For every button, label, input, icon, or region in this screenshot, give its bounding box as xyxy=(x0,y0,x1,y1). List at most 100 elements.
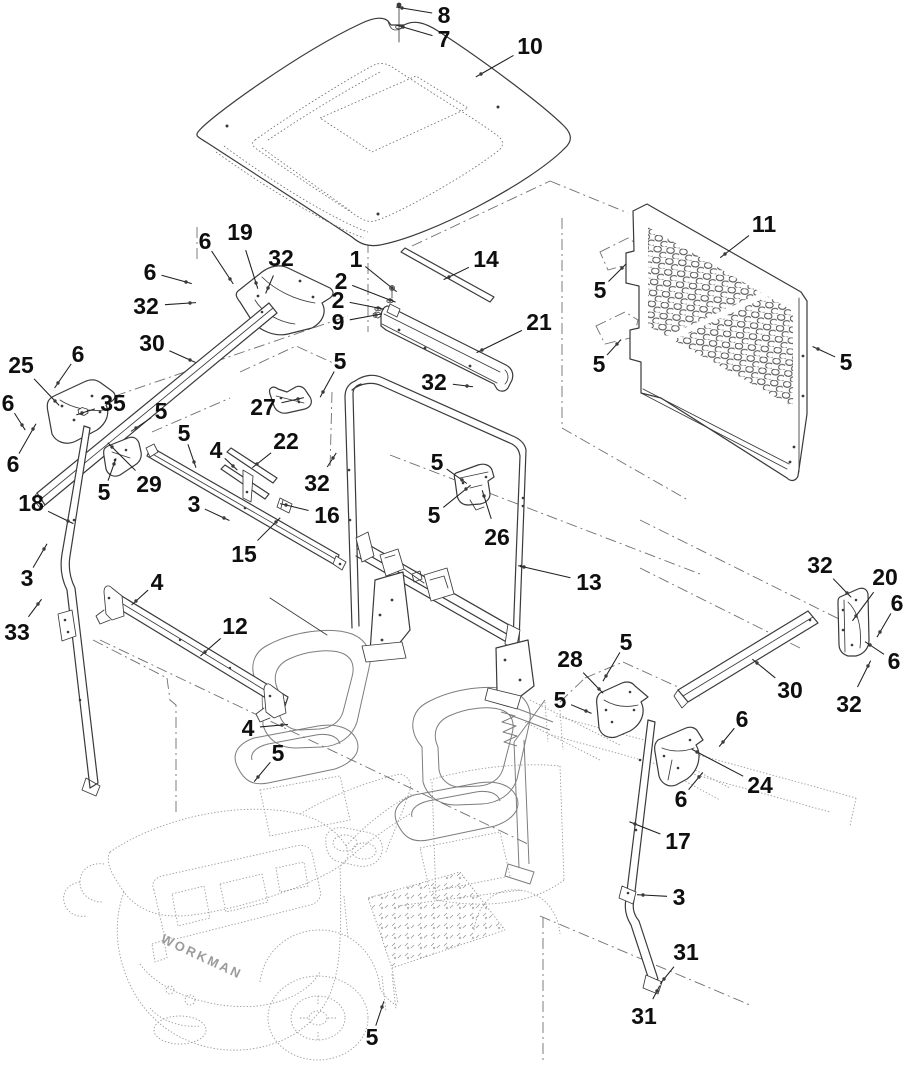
callout-label-27: 27 xyxy=(250,394,276,420)
leader-line xyxy=(135,589,149,602)
leader-line xyxy=(570,704,587,712)
leader-line xyxy=(446,468,463,481)
callout-label-15: 15 xyxy=(231,541,257,567)
leader-line xyxy=(401,7,433,14)
callout-label-5: 5 xyxy=(431,449,444,475)
leader-dot xyxy=(721,740,725,744)
leader-line xyxy=(57,363,72,384)
crossbar-30-right xyxy=(673,610,819,709)
leader-dot xyxy=(31,427,35,431)
leader-line xyxy=(257,521,277,541)
callout-label-5: 5 xyxy=(428,502,441,528)
leader-line xyxy=(724,235,750,255)
leader-dot xyxy=(110,445,114,449)
callout-label-18: 18 xyxy=(18,490,44,516)
crossbar-30-left xyxy=(32,302,278,510)
callout-label-25: 25 xyxy=(8,352,34,378)
crossbar-12 xyxy=(95,585,289,723)
leader-dot xyxy=(380,1005,384,1009)
leader-line xyxy=(161,274,187,283)
leader-line xyxy=(452,383,468,387)
leader-line xyxy=(483,495,492,520)
callout-label-30: 30 xyxy=(777,677,803,703)
vehicle-outline: WORKMAN xyxy=(63,629,857,1061)
callout-label-5: 5 xyxy=(334,348,347,374)
canopy-roof-10 xyxy=(196,17,571,247)
leader-dot xyxy=(376,306,380,310)
leader-dot xyxy=(641,893,645,897)
leader-dot xyxy=(695,750,699,754)
leader-line xyxy=(256,452,272,465)
callout-label-6: 6 xyxy=(7,451,20,477)
callout-label-4: 4 xyxy=(210,437,223,463)
leader-line xyxy=(756,662,776,679)
leader-line xyxy=(365,266,393,289)
leader-line xyxy=(722,727,735,743)
leader-line xyxy=(481,329,523,351)
tube-15 xyxy=(145,443,347,571)
leader-line xyxy=(326,457,334,468)
leader-dot xyxy=(388,298,392,302)
callout-label-29: 29 xyxy=(136,471,162,497)
leader-dot xyxy=(401,25,405,29)
callout-label-5: 5 xyxy=(593,351,606,377)
leader-dot xyxy=(620,266,624,270)
callout-label-2: 2 xyxy=(332,287,345,313)
callout-label-32: 32 xyxy=(268,245,294,271)
bracket-24 xyxy=(654,726,704,787)
callout-label-8: 8 xyxy=(438,2,451,28)
callout-label-33: 33 xyxy=(4,619,30,645)
stray-line xyxy=(269,597,328,636)
leader-line xyxy=(688,776,700,791)
leader-dot xyxy=(447,275,451,279)
side-rail-18 xyxy=(57,425,101,797)
leader-dot xyxy=(845,591,849,595)
driver-seat xyxy=(234,629,371,785)
leader-dot xyxy=(854,614,858,618)
bracket-28 xyxy=(596,681,649,739)
callout-label-17: 17 xyxy=(665,828,691,854)
leader-dot xyxy=(321,390,325,394)
leader-dot xyxy=(112,462,116,466)
leader-dot xyxy=(816,347,820,351)
leader-dot xyxy=(460,478,464,482)
leader-line xyxy=(32,548,45,568)
leader-line xyxy=(164,302,191,306)
callout-label-32: 32 xyxy=(807,552,833,578)
leader-line xyxy=(402,26,433,37)
leader-line xyxy=(18,428,34,454)
leader-dot xyxy=(184,280,188,284)
leader-line xyxy=(857,665,869,688)
leader-dot xyxy=(255,462,259,466)
leader-dot xyxy=(20,423,24,427)
callout-label-32: 32 xyxy=(304,470,330,496)
leader-line xyxy=(375,1006,383,1026)
callout-label-31: 31 xyxy=(631,1003,657,1029)
leader-dot xyxy=(231,464,235,468)
leader-dot xyxy=(36,602,40,606)
leader-line xyxy=(582,672,600,690)
leader-line xyxy=(855,591,875,617)
leader-line xyxy=(211,250,231,280)
callout-label-4: 4 xyxy=(242,715,255,741)
leader-line xyxy=(47,510,69,522)
callout-label-31: 31 xyxy=(673,939,699,965)
leader-dot xyxy=(662,977,666,981)
side-rail-17 xyxy=(618,719,663,995)
callout-label-6: 6 xyxy=(72,341,85,367)
leader-dot xyxy=(479,72,483,76)
callout-label-7: 7 xyxy=(438,26,451,52)
callout-label-22: 22 xyxy=(273,428,299,454)
callout-label-6: 6 xyxy=(891,590,904,616)
callout-label-5: 5 xyxy=(366,1024,379,1050)
callout-label-24: 24 xyxy=(747,772,773,798)
seat-belt-retractor xyxy=(423,567,455,602)
leader-line xyxy=(245,249,257,284)
leader-dot xyxy=(480,348,484,352)
leader-line xyxy=(135,417,152,429)
leader-line xyxy=(663,966,675,980)
leader-line xyxy=(442,488,467,508)
callout-label-14: 14 xyxy=(473,246,499,272)
leader-line xyxy=(832,578,848,594)
